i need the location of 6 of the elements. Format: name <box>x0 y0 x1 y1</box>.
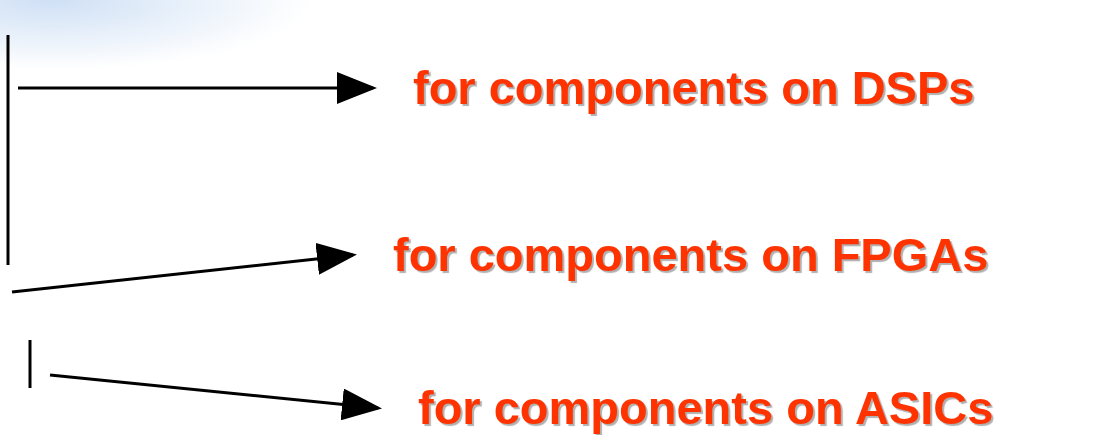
text-label: for components on FPGAs <box>393 227 989 283</box>
arrow <box>49 373 382 421</box>
arrow <box>11 243 357 294</box>
arrow <box>18 72 377 104</box>
text-label: for components on DSPs <box>413 60 975 116</box>
text-label: for components on ASICs <box>418 380 994 435</box>
